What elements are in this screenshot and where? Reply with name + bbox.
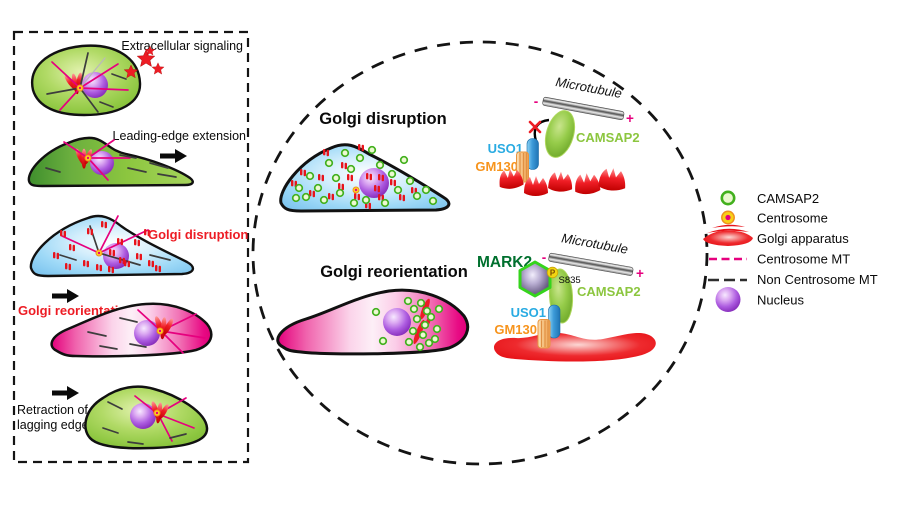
mt-plus-end: + <box>636 266 644 281</box>
process-panel-border <box>12 30 250 464</box>
nucleus-icon <box>715 287 741 312</box>
centrosome <box>153 409 161 417</box>
legend-item: Centrosome MT <box>709 252 850 267</box>
cell-body <box>276 288 470 356</box>
legend-item: Nucleus <box>715 287 804 312</box>
gm130-protein <box>537 319 551 349</box>
golgi-apparatus-icon <box>703 224 753 246</box>
arrow-right-icon <box>160 149 187 163</box>
step-label-extracellular-signaling: Extracellular signaling <box>121 39 243 53</box>
camsap2-icon <box>720 190 736 206</box>
centrosome <box>84 154 92 162</box>
microtubules <box>45 139 177 181</box>
nucleus <box>130 403 156 429</box>
disrupted-cell <box>279 143 451 213</box>
legend-label: Centrosome <box>757 211 828 226</box>
centrosome <box>352 186 360 194</box>
phospho-site-label: S835 <box>559 275 581 286</box>
legend-item: Non Centrosome MT <box>708 272 878 287</box>
mark2-label: MARK2 <box>477 254 532 271</box>
legend-label: Centrosome MT <box>757 252 850 267</box>
uso1-label: USO1 <box>488 141 523 156</box>
mt-minus-end: - <box>542 250 547 265</box>
microtubule-bar <box>548 252 634 276</box>
reoriented-cell <box>276 288 470 356</box>
golgi-disruption-mechanism: Microtubule - + CAMSAP2 USO1 GM130 <box>475 74 640 196</box>
centrosome <box>156 327 164 335</box>
microtubule-label: Microtubule <box>554 74 623 101</box>
broken-interaction-x-icon <box>528 120 542 134</box>
step-leading-edge-extension: Leading-edge extension <box>27 129 246 188</box>
mt-minus-end: - <box>534 94 539 109</box>
gm130-label: GM130 <box>494 322 537 337</box>
uso1-label: USO1 <box>511 305 546 320</box>
microtubules <box>46 52 129 113</box>
nucleus <box>359 168 389 198</box>
legend-label: Non Centrosome MT <box>757 272 878 287</box>
centrosome <box>76 84 84 92</box>
mechanism-circle-border <box>251 40 709 466</box>
process-panel: Extracellular signaling Leading-edge ext… <box>12 30 250 464</box>
phospho-label: P <box>550 269 556 278</box>
legend-label: CAMSAP2 <box>757 191 819 206</box>
camsap2-label: CAMSAP2 <box>577 284 641 299</box>
arrow-right-icon <box>52 386 79 400</box>
mt-plus-end: + <box>626 111 634 126</box>
step-label-retraction-line2: lagging edge <box>17 418 89 432</box>
step-label-retraction-line1: Retraction of <box>17 403 88 417</box>
step-golgi-reorientation: Golgi reorientation <box>18 289 213 358</box>
camsap2-protein <box>544 110 576 158</box>
cell-body <box>50 302 213 358</box>
legend-item: Golgi apparatus <box>703 224 849 246</box>
nucleus <box>383 308 411 336</box>
legend-item: Centrosome <box>721 210 828 226</box>
step-label-golgi-disruption: Golgi disruption <box>148 227 248 242</box>
step-extracellular-signaling: Extracellular signaling <box>30 39 243 117</box>
fragmented-golgi <box>498 167 627 196</box>
step-golgi-disruption: Golgi disruption <box>29 214 248 278</box>
arrow-right-icon <box>52 289 79 303</box>
centrosome <box>95 249 103 257</box>
camsap2-label: CAMSAP2 <box>576 130 640 145</box>
golgi-reorientation-mechanism: Microtubule - + MARK2 P S835 CAMSAP2 USO… <box>477 230 656 362</box>
legend-label: Golgi apparatus <box>757 231 849 246</box>
legend: CAMSAP2 Centrosome Golgi apparatus Centr… <box>703 190 878 312</box>
microtubule-label: Microtubule <box>560 230 629 256</box>
golgi-disruption-title: Golgi disruption <box>319 110 446 128</box>
step-label-leading-edge-extension: Leading-edge extension <box>113 129 246 143</box>
legend-label: Nucleus <box>757 293 804 308</box>
legend-item: CAMSAP2 <box>720 190 819 206</box>
step-retraction: Retraction of lagging edge <box>17 385 209 450</box>
microtubule-bar <box>542 96 625 121</box>
mark2-kinase <box>518 260 552 298</box>
intact-golgi-ribbon <box>493 332 656 362</box>
golgi-reorientation-title: Golgi reorientation <box>320 263 468 281</box>
mechanism-circle: Golgi disruption <box>251 40 709 466</box>
nucleus <box>134 320 160 346</box>
centrosome-icon <box>721 210 735 225</box>
gm130-label: GM130 <box>475 159 518 174</box>
nucleus <box>90 151 114 175</box>
phospho-icon <box>546 266 559 279</box>
